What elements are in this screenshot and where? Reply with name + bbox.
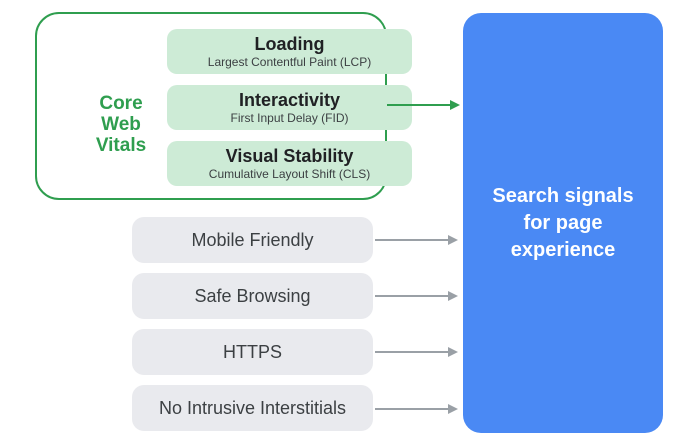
green-arrow xyxy=(387,100,460,110)
cwv-item-title: Loading xyxy=(254,34,325,54)
gray-arrow xyxy=(375,347,458,357)
cwv-item-interactivity: Interactivity First Input Delay (FID) xyxy=(167,85,412,130)
core-web-vitals-label-line: Web xyxy=(101,114,141,135)
signal-label: Mobile Friendly xyxy=(191,229,314,250)
cwv-item-title: Interactivity xyxy=(238,90,341,110)
gray-arrow xyxy=(375,235,458,245)
signal-label: No Intrusive Interstitials xyxy=(158,397,347,418)
signal-mobile-friendly: Mobile Friendly xyxy=(132,217,373,263)
gray-arrow xyxy=(375,404,458,414)
gray-arrow xyxy=(375,291,458,301)
signal-label: HTTPS xyxy=(222,341,282,362)
cwv-item-subtitle: Cumulative Layout Shift (CLS) xyxy=(208,167,371,181)
signal-no-intrusive-interstitials: No Intrusive Interstitials xyxy=(132,385,373,431)
cwv-item-subtitle: Largest Contentful Paint (LCP) xyxy=(207,55,372,69)
core-web-vitals-label-line: Core xyxy=(99,93,143,114)
signal-safe-browsing: Safe Browsing xyxy=(132,273,373,319)
signal-label: Safe Browsing xyxy=(194,285,311,306)
cwv-item-subtitle: First Input Delay (FID) xyxy=(230,111,349,125)
core-web-vitals-label: Core Web Vitals xyxy=(75,93,167,156)
search-signals-result-box: Search signals for page experience xyxy=(463,13,663,433)
result-text-line: Search signals xyxy=(492,184,634,207)
cwv-item-loading: Loading Largest Contentful Paint (LCP) xyxy=(167,29,412,74)
signal-https: HTTPS xyxy=(132,329,373,375)
core-web-vitals-group: Core Web Vitals Loading Largest Contentf… xyxy=(35,12,412,200)
result-text-line: for page xyxy=(523,211,603,234)
cwv-item-title: Visual Stability xyxy=(225,146,354,166)
cwv-item-visual-stability: Visual Stability Cumulative Layout Shift… xyxy=(167,141,412,186)
result-text-line: experience xyxy=(510,238,616,261)
core-web-vitals-label-line: Vitals xyxy=(95,135,147,156)
